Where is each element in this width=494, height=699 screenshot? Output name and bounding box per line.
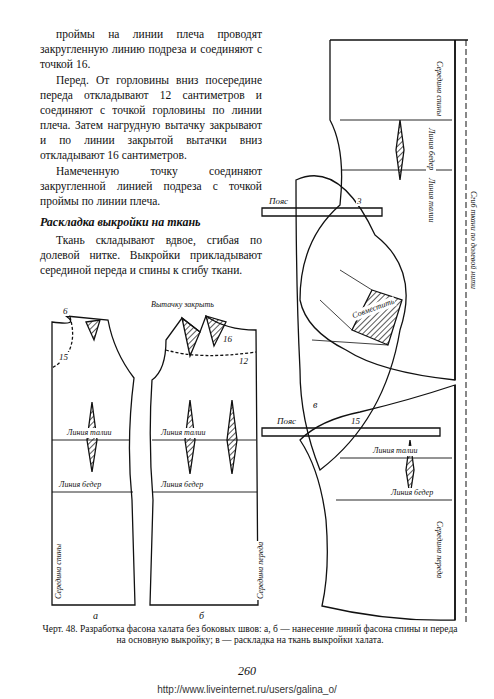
center-line-label: Середина спины — [434, 60, 444, 117]
belt — [262, 208, 382, 216]
figure-letter: а — [92, 611, 99, 621]
line-label: Линия бедер — [58, 480, 102, 490]
body-paragraph: проймы на линии плеча проводят закруглен… — [40, 27, 262, 72]
line-label: Линия талии — [372, 446, 418, 456]
watermark: http://www.liveinternet.ru/users/galina_… — [0, 684, 494, 695]
callout-number: 15 — [350, 416, 361, 426]
line-label: Линия талии — [426, 177, 436, 223]
belt — [262, 428, 440, 436]
page-number: 260 — [0, 664, 494, 679]
section-heading: Раскладка выкройки на ткань — [40, 215, 262, 230]
callout-number: 6 — [62, 306, 69, 316]
line-label: Линия бедер — [426, 127, 436, 171]
back-layout — [300, 40, 455, 380]
line-label: Линия талии — [160, 428, 206, 438]
back-piece — [52, 316, 135, 605]
callout-number: 12 — [238, 356, 249, 366]
body-paragraph: Ткань складывают вдвое, сгибая по долево… — [40, 233, 262, 278]
fold-label: Сгиб ткани по долевой нити — [468, 190, 478, 290]
figure-letter: в — [312, 400, 318, 410]
body-paragraph: Намеченную точку соединяют закругленной … — [40, 164, 262, 209]
note-label: Вытачку закрыть — [150, 300, 215, 310]
figure-caption: Черт. 48. Разработка фасона халата без б… — [40, 624, 460, 646]
callout-number: 16 — [222, 334, 233, 344]
body-paragraph: Перед. От горловины вниз посередине пере… — [40, 73, 262, 163]
belt-label: Пояс — [268, 196, 289, 206]
figure-letter: б — [198, 611, 205, 621]
callout-number: 15 — [58, 352, 69, 362]
center-line-label: Середина переда — [434, 520, 444, 579]
callout-number: 3 — [356, 196, 363, 206]
front-layout — [300, 385, 455, 620]
line-label: Линия бедер — [390, 488, 434, 498]
text-column: проймы на линии плеча проводят закруглен… — [40, 27, 262, 279]
sleeve — [296, 176, 406, 470]
belt-label: Пояс — [276, 416, 297, 426]
line-label: Линия талии — [66, 428, 112, 438]
line-label: Линия бедер — [160, 480, 204, 490]
center-line-label: Середина спины — [54, 543, 64, 600]
front-piece — [150, 316, 258, 605]
center-line-label: Середина переда — [256, 541, 266, 600]
